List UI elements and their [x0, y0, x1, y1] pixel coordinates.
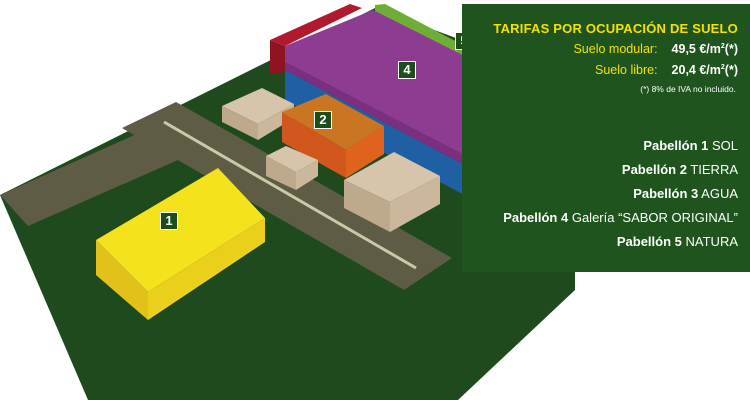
- road-horizontal: [0, 128, 178, 226]
- road-diagonal: [122, 102, 452, 290]
- pavilion-2-building: [282, 94, 384, 178]
- tariff-title: TARIFAS POR OCUPACIÓN DE SUELO: [493, 21, 738, 36]
- rate-label: Suelo modular:: [573, 42, 658, 56]
- rate-row-free: Suelo libre: 20,4 €/m2(*): [595, 63, 738, 77]
- legend-pavilion-3: Pabellón 3 AGUA: [633, 186, 738, 201]
- legend-pavilion-5: Pabellón 5 NATURA: [616, 234, 738, 249]
- pavilion-4-number-badge: 4: [398, 61, 416, 79]
- service-block-b: [266, 146, 318, 190]
- pavilion-2-number-badge: 2: [314, 111, 332, 129]
- legend-pavilion-1: Pabellón 1 SOL: [643, 138, 738, 153]
- rate-label: Suelo libre:: [595, 63, 658, 77]
- legend-pavilion-4: Pabellón 4 Galería “SABOR ORIGINAL”: [503, 210, 738, 225]
- rate-row-modular: Suelo modular: 49,5 €/m2(*): [573, 42, 738, 56]
- road-center-line: [163, 120, 417, 270]
- rate-value: 20,4 €/m2(*): [671, 63, 738, 77]
- vat-note: (*) 8% de IVA no incluido.: [640, 84, 736, 94]
- service-block-c: [344, 152, 440, 232]
- pavilion-1-building: [96, 168, 265, 320]
- red-annex-building: [270, 4, 362, 74]
- pavilion-1-number-badge: 1: [160, 212, 178, 230]
- rate-value: 49,5 €/m2(*): [671, 42, 738, 56]
- legend-panel: TARIFAS POR OCUPACIÓN DE SUELO Suelo mod…: [462, 4, 750, 272]
- legend-pavilion-2: Pabellón 2 TIERRA: [621, 162, 738, 177]
